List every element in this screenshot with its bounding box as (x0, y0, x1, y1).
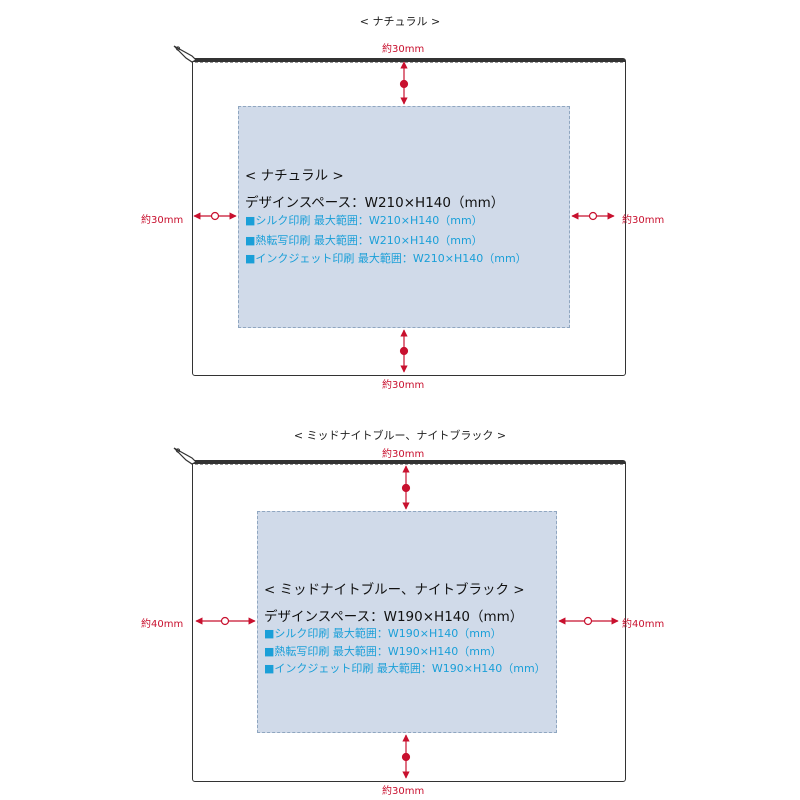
zipper-track (193, 59, 625, 62)
zipper-pull-icon (173, 447, 198, 465)
arrow-right-1 (571, 211, 615, 221)
arrow-left-2 (195, 616, 256, 626)
margin-left-label: 約40mm (141, 619, 184, 630)
margin-bottom-label: 約30mm (382, 380, 425, 391)
margin-right-label: 約40mm (622, 619, 665, 630)
arrow-left-1 (193, 211, 237, 221)
heat-transfer-range: ■熱転写印刷 最大範囲：W210×H140（mm） (245, 234, 483, 247)
arrow-right-2 (558, 616, 619, 626)
margin-top-label: 約30mm (382, 449, 425, 460)
inkjet-print-range: ■インクジェット印刷 最大範囲：W190×H140（mm） (264, 662, 546, 675)
silk-print-range: ■シルク印刷 最大範囲：W190×H140（mm） (264, 627, 502, 640)
panel-1-title: < ナチュラル > (359, 15, 441, 28)
heat-transfer-range: ■熱転写印刷 最大範囲：W190×H140（mm） (264, 645, 502, 658)
seam-line (195, 62, 623, 63)
margin-bottom-label: 約30mm (382, 786, 425, 797)
seam-line (195, 464, 623, 465)
zipper-track (193, 461, 625, 464)
print-area-heading: < ナチュラル > (245, 168, 344, 184)
arrow-bottom-1 (399, 329, 409, 373)
panel-2-title: < ミッドナイトブルー、ナイトブラック > (293, 429, 507, 442)
arrow-bottom-2 (401, 734, 411, 779)
inkjet-print-range: ■インクジェット印刷 最大範囲：W210×H140（mm） (245, 252, 527, 265)
margin-top-label: 約30mm (382, 44, 425, 55)
margin-right-label: 約30mm (622, 215, 665, 226)
arrow-top-1 (399, 61, 409, 105)
print-area-heading: < ミッドナイトブルー、ナイトブラック > (264, 582, 525, 598)
design-space-label: デザインスペース：W190×H140（mm） (264, 609, 524, 625)
margin-left-label: 約30mm (141, 215, 184, 226)
design-space-label: デザインスペース：W210×H140（mm） (245, 195, 505, 211)
print-area-2: < ミッドナイトブルー、ナイトブラック > デザインスペース：W190×H140… (257, 511, 557, 733)
print-area-1: < ナチュラル > デザインスペース：W210×H140（mm） ■シルク印刷 … (238, 106, 570, 328)
zipper-pull-icon (173, 45, 198, 63)
arrow-top-2 (401, 465, 411, 510)
silk-print-range: ■シルク印刷 最大範囲：W210×H140（mm） (245, 214, 483, 227)
